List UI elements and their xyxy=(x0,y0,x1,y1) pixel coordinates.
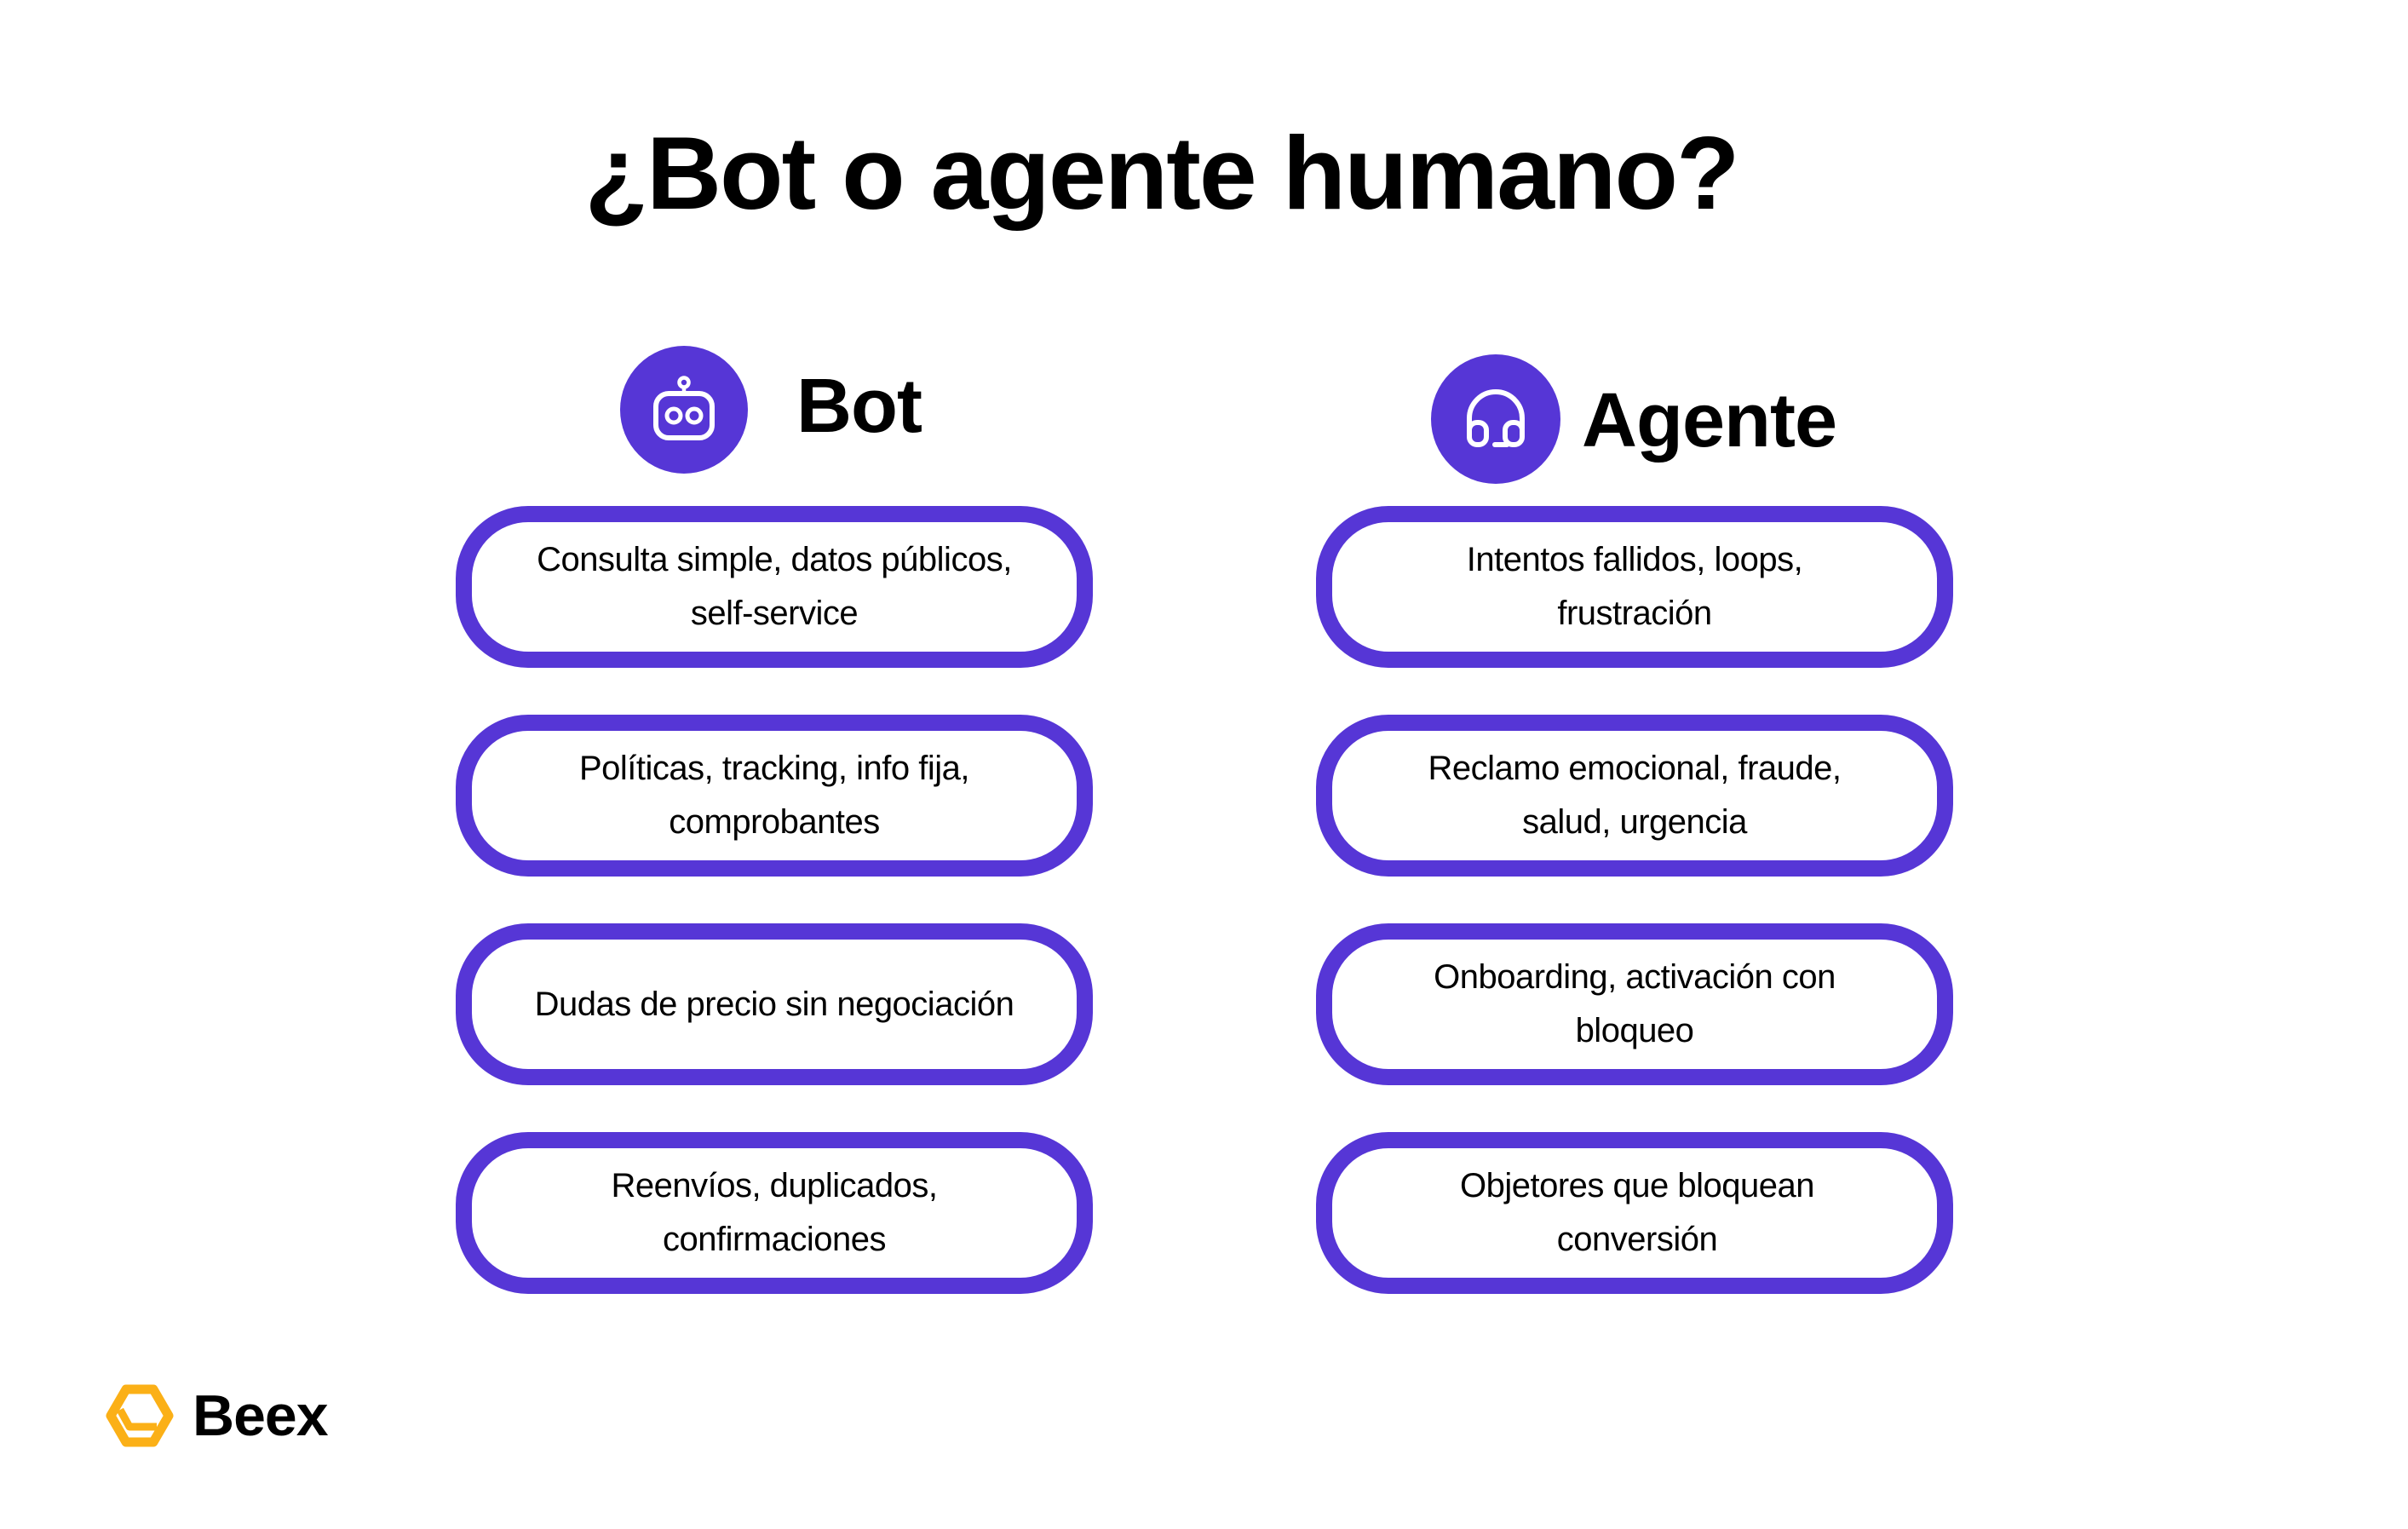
bot-case-item: Reenvíos, duplicados, confirmaciones xyxy=(456,1132,1093,1294)
bot-case-text: Consulta simple, datos públicos, self-se… xyxy=(537,541,1012,632)
bot-case-text: Dudas de precio sin negociación xyxy=(534,985,1014,1023)
agent-case-item: Reclamo emocional, fraude, salud, urgenc… xyxy=(1316,715,1953,877)
bot-case-text: Reenvíos, duplicados, confirmaciones xyxy=(611,1167,938,1258)
agent-case-item: Onboarding, activación con bloqueo xyxy=(1316,923,1953,1085)
page-title: ¿Bot o agente humano? xyxy=(584,115,1739,231)
bot-case-item: Consulta simple, datos públicos, self-se… xyxy=(456,506,1093,668)
headset-icon xyxy=(1431,354,1560,484)
agent-column-title: Agente xyxy=(1582,378,1837,463)
bot-case-text: Políticas, tracking, info fija, comproba… xyxy=(578,750,970,841)
agent-case-item: Objetores que bloquean conversión xyxy=(1316,1132,1953,1294)
robot-icon xyxy=(620,346,748,474)
agent-case-item: Intentos fallidos, loops, frustración xyxy=(1316,506,1953,668)
hexagon-logo-icon xyxy=(106,1384,174,1447)
agent-column-header: Agente xyxy=(1431,354,1837,484)
agent-case-text: Onboarding, activación con bloqueo xyxy=(1434,958,1836,1049)
bot-column-title: Bot xyxy=(796,364,922,449)
brand-logo: Beex xyxy=(106,1382,329,1450)
agent-case-text: Objetores que bloquean conversión xyxy=(1460,1167,1815,1258)
bot-case-item: Políticas, tracking, info fija, comproba… xyxy=(456,715,1093,877)
agent-case-text: Intentos fallidos, loops, frustración xyxy=(1466,541,1803,632)
brand-name: Beex xyxy=(193,1383,329,1448)
bot-column-header: Bot xyxy=(620,346,922,474)
bot-case-item: Dudas de precio sin negociación xyxy=(456,923,1093,1085)
agent-case-text: Reclamo emocional, fraude, salud, urgenc… xyxy=(1428,750,1842,841)
